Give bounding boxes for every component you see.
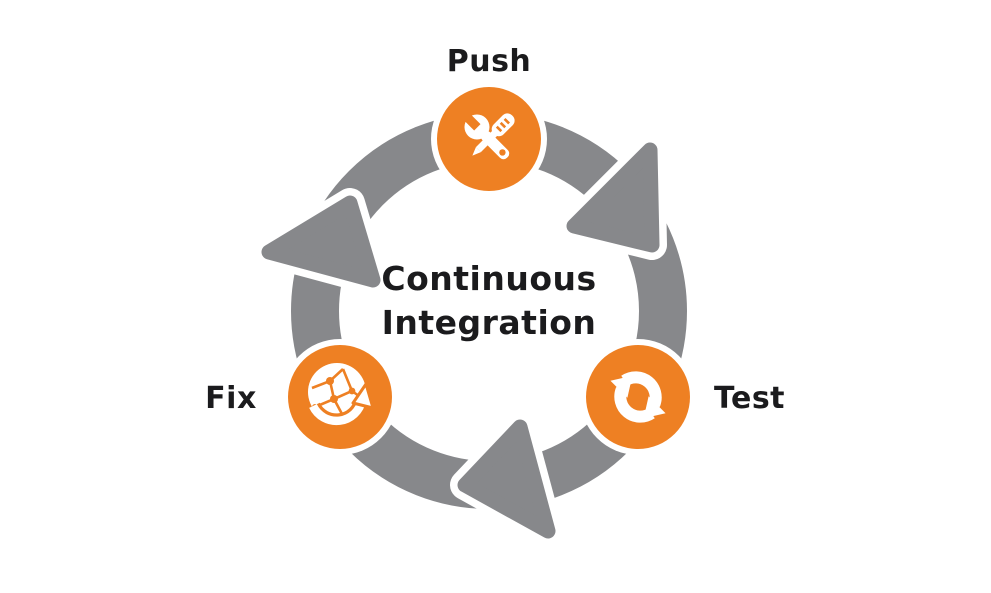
push-node <box>431 81 547 197</box>
tools-icon <box>461 111 515 160</box>
push-label: Push <box>446 44 532 79</box>
arrow-fix-to-push-icon <box>254 188 388 295</box>
sync-icon <box>610 371 666 423</box>
globe-refresh-icon <box>306 363 375 429</box>
arrow-push-to-test-icon <box>559 135 667 260</box>
fix-label: Fix <box>205 381 257 416</box>
test-node <box>580 339 696 455</box>
arrow-test-to-fix-icon <box>450 412 563 546</box>
fix-node <box>282 339 398 455</box>
test-label: Test <box>714 381 786 416</box>
diagram-title: Continuous Integration <box>381 259 597 342</box>
